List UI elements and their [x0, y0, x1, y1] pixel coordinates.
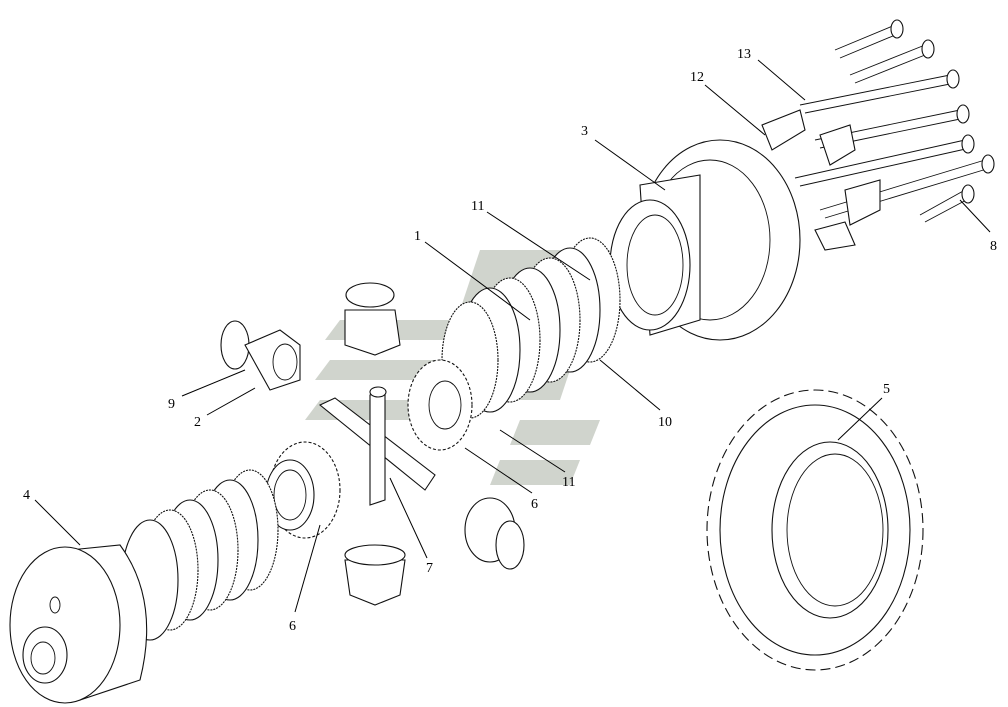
callout-11-upper: 11	[471, 199, 484, 214]
side-gear-6-lower	[265, 441, 341, 539]
callout-2: 2	[194, 415, 201, 430]
ring-gear-5	[706, 389, 924, 671]
callout-9: 9	[168, 397, 175, 412]
callout-8: 8	[990, 239, 997, 254]
callout-6-right: 6	[531, 497, 538, 512]
side-gear-6-upper	[407, 359, 473, 451]
callout-6-left: 6	[289, 619, 296, 634]
callout-5: 5	[883, 382, 890, 397]
housing-4	[9, 544, 148, 704]
pinion-gears-2	[220, 282, 525, 606]
callout-4: 4	[23, 488, 30, 503]
callout-12: 12	[690, 70, 704, 85]
housing-3	[609, 139, 801, 341]
callout-3: 3	[581, 124, 588, 139]
clutch-pack-upper	[441, 237, 621, 419]
callout-7: 7	[426, 561, 433, 576]
callout-13: 13	[737, 47, 751, 62]
bolts-8	[794, 19, 995, 223]
lock-plates-12	[761, 109, 881, 251]
callout-10: 10	[658, 415, 672, 430]
leader-lines	[34, 59, 991, 613]
cross-shaft-7	[318, 386, 436, 506]
callout-11-lower: 11	[562, 475, 575, 490]
clutch-pack-lower	[121, 469, 279, 641]
callout-1: 1	[414, 229, 421, 244]
